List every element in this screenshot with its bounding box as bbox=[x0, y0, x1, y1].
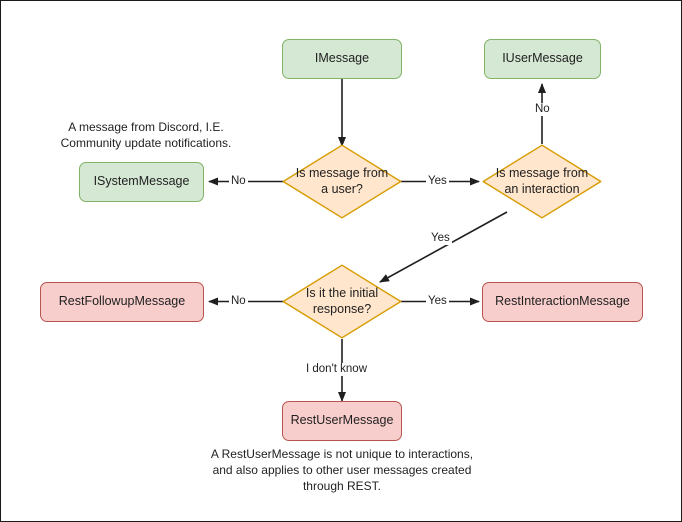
edge-label-interaction-no: No bbox=[533, 103, 552, 116]
diamond-shape-initial-response-question bbox=[282, 264, 402, 339]
node-iusermessage-label: IUserMessage bbox=[502, 51, 583, 66]
node-isystemmessage[interactable]: ISystemMessage bbox=[79, 162, 204, 202]
diamond-shape-user-question bbox=[282, 144, 402, 219]
edge-label-user-yes: Yes bbox=[426, 175, 449, 188]
node-restusermessage-label: RestUserMessage bbox=[290, 413, 394, 428]
node-is-initial-response-label: Is it the initial response? bbox=[305, 285, 379, 316]
node-restinteractionmessage[interactable]: RestInteractionMessage bbox=[482, 282, 643, 322]
node-restusermessage[interactable]: RestUserMessage bbox=[282, 401, 402, 441]
node-is-message-from-interaction[interactable]: Is message from an interaction bbox=[482, 144, 602, 219]
node-imessage-label: IMessage bbox=[314, 51, 370, 66]
node-imessage[interactable]: IMessage bbox=[282, 39, 402, 79]
node-restfollowupmessage-label: RestFollowupMessage bbox=[58, 294, 186, 309]
edge-label-user-no: No bbox=[229, 175, 248, 188]
annotation-rest-user-message-note: A RestUserMessage is not unique to inter… bbox=[210, 447, 474, 494]
node-iusermessage[interactable]: IUserMessage bbox=[484, 39, 601, 79]
node-isystemmessage-label: ISystemMessage bbox=[93, 174, 190, 189]
edge-label-initial-yes: Yes bbox=[426, 295, 449, 308]
node-restfollowupmessage[interactable]: RestFollowupMessage bbox=[40, 282, 204, 322]
edge-label-initial-no: No bbox=[229, 295, 248, 308]
edge-label-interaction-yes: Yes bbox=[429, 232, 452, 245]
diamond-shape-interaction-question bbox=[482, 144, 602, 219]
node-restinteractionmessage-label: RestInteractionMessage bbox=[495, 294, 630, 309]
annotation-system-message-note: A message from Discord, I.E. Community u… bbox=[60, 120, 232, 151]
node-is-message-from-user-label: Is message from a user? bbox=[295, 165, 389, 196]
edge-label-initial-unknown: I don't know bbox=[304, 363, 370, 376]
node-is-message-from-interaction-label: Is message from an interaction bbox=[495, 165, 589, 196]
node-is-message-from-user[interactable]: Is message from a user? bbox=[282, 144, 402, 219]
node-is-initial-response[interactable]: Is it the initial response? bbox=[282, 264, 402, 339]
